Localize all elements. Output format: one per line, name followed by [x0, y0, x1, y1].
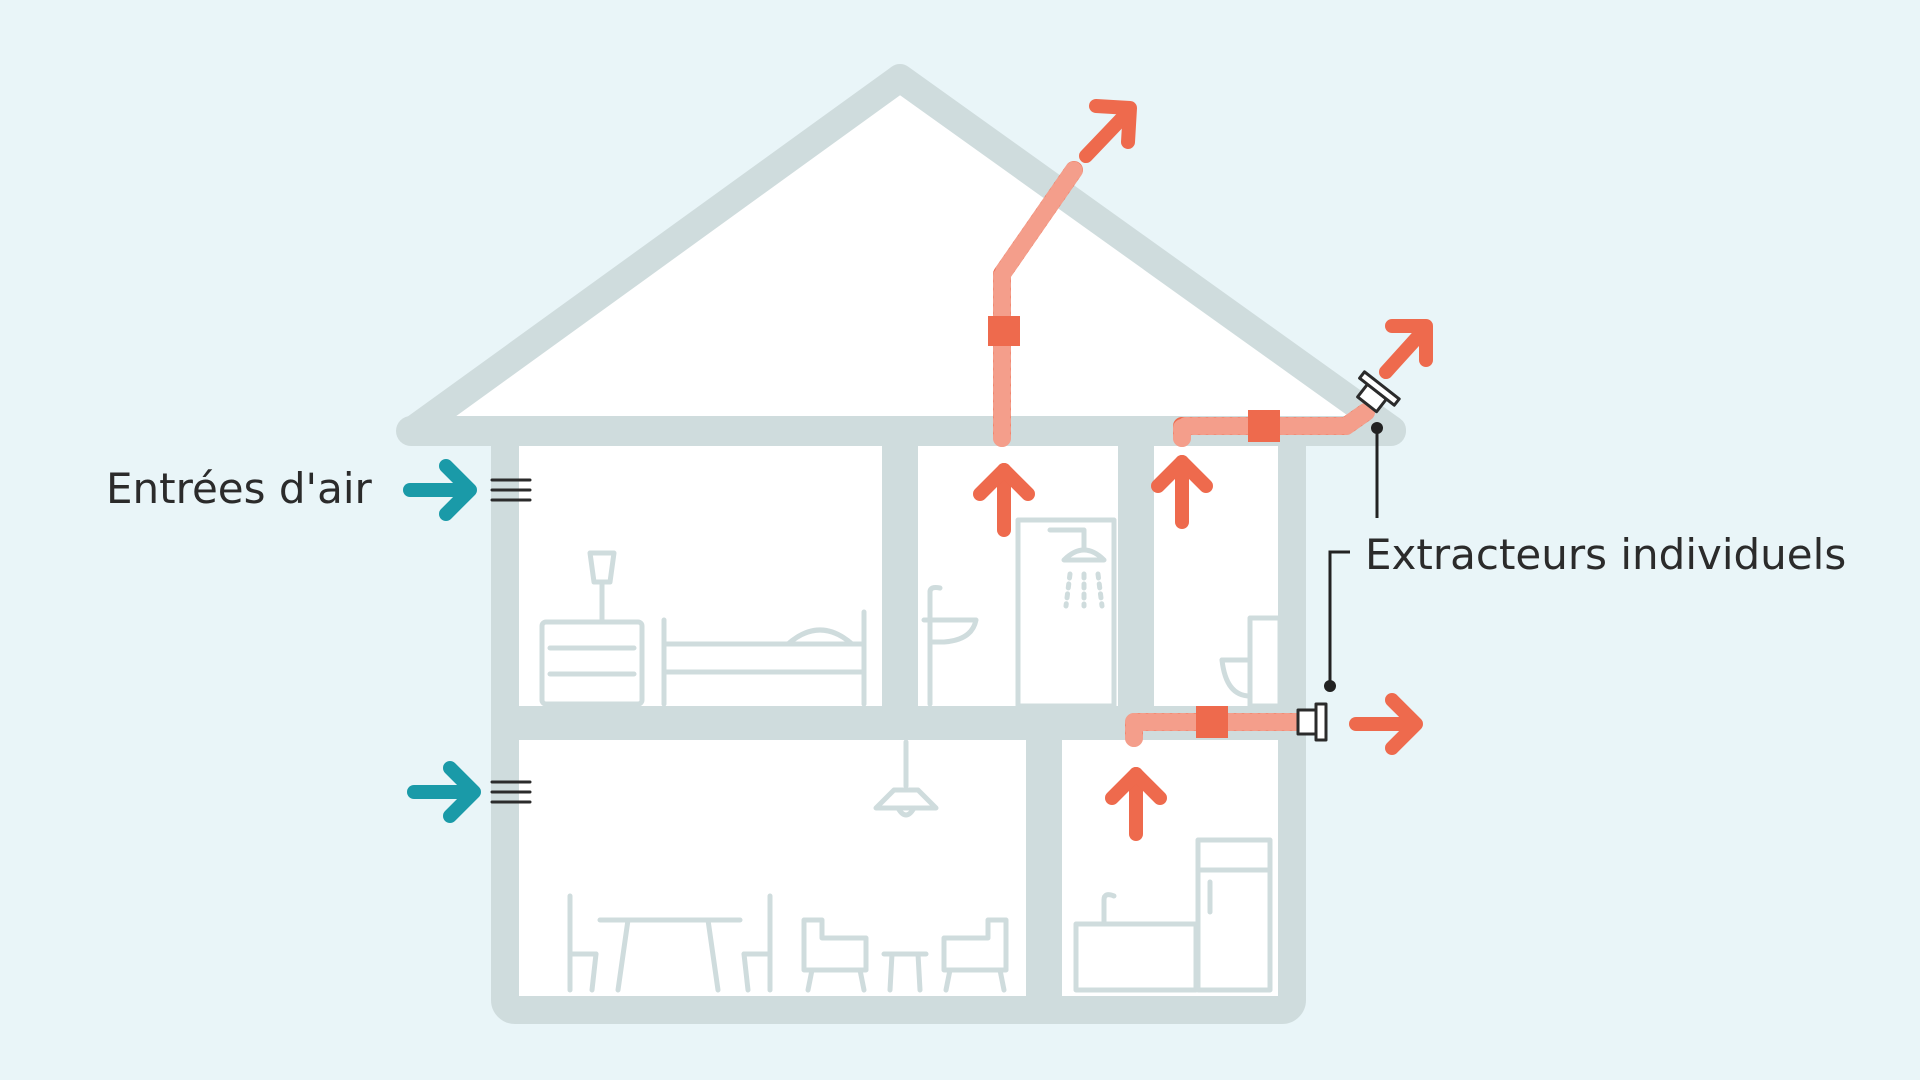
dining-table-icon	[567, 893, 773, 993]
air-inlet-grille-upper	[490, 478, 532, 502]
arrow-right-icon	[403, 459, 477, 521]
arrow-diagonal-icon	[1379, 319, 1433, 379]
duct-connector	[988, 316, 1020, 346]
arrow-diagonal-icon	[1079, 99, 1137, 163]
bed-icon	[661, 609, 867, 707]
wall-duct	[1125, 713, 1309, 747]
annotation-leaders	[1328, 428, 1379, 686]
shower-icon	[1015, 517, 1117, 709]
air-inlets-label: Entrées d'air	[106, 464, 372, 513]
extraction-ducts	[988, 161, 1375, 747]
wall-bathroom-wc	[1118, 440, 1154, 710]
duct-connector	[1196, 706, 1228, 738]
armchair-icon	[801, 917, 1009, 993]
arrow-right-icon	[407, 761, 481, 823]
toilet-icon	[1219, 615, 1283, 709]
arrow-up-icon	[973, 463, 1035, 537]
extractor-fan-icon	[1296, 370, 1401, 742]
wall-bedroom-bathroom	[882, 440, 918, 710]
arrow-up-icon	[1105, 767, 1167, 841]
fridge-icon	[1195, 837, 1273, 993]
roof-duct	[993, 161, 1083, 447]
annotation-dots	[1324, 422, 1383, 692]
extraction-arrows	[973, 99, 1433, 841]
furniture	[539, 517, 1283, 993]
house-structure	[396, 64, 1406, 1024]
pendant-lamp-icon	[873, 739, 939, 818]
air-inlet-grille-lower	[490, 780, 532, 804]
wall-living-kitchen	[1026, 736, 1062, 1006]
nightstand-icon	[539, 550, 645, 707]
sink-icon	[921, 585, 979, 707]
roof	[399, 64, 1406, 444]
duct-connector	[1248, 410, 1280, 442]
intake-arrows	[403, 459, 481, 823]
arrow-right-icon	[1349, 693, 1423, 755]
arrow-up-icon	[1151, 455, 1213, 529]
individual-extractors-label: Extracteurs individuels	[1365, 530, 1847, 579]
